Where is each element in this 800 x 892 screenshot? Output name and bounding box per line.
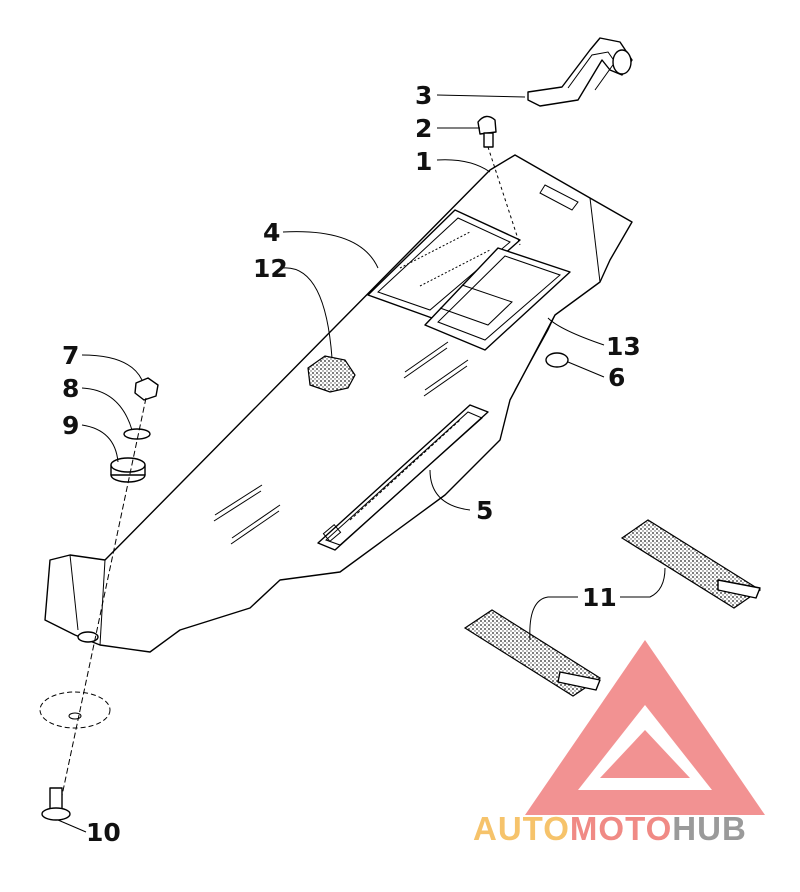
watermark-text: AUTOMOTOHUB <box>473 810 747 847</box>
watermark-auto: AUTO <box>473 810 570 847</box>
callout-9: 9 <box>62 411 79 440</box>
callout-13: 13 <box>606 332 641 361</box>
fastener-axis <box>59 397 147 806</box>
watermark-logo <box>525 640 765 815</box>
callout-labels: 1 2 3 4 5 6 7 8 9 10 11 12 13 <box>62 81 641 847</box>
ghost-washer-hole <box>68 712 82 720</box>
callout-10: 10 <box>86 818 121 847</box>
callout-2: 2 <box>415 114 432 143</box>
skid-plate <box>44 154 633 653</box>
wear-strip-lower <box>463 609 602 697</box>
callout-8: 8 <box>62 374 79 403</box>
push-rivet <box>477 115 521 246</box>
bolt <box>41 787 71 821</box>
callout-7: 7 <box>62 341 79 370</box>
wear-strip-upper <box>620 519 762 609</box>
ghost-washer <box>39 691 111 729</box>
callout-11: 11 <box>582 583 617 612</box>
grommet <box>545 352 569 368</box>
watermark-triangle-core <box>600 730 690 778</box>
callout-4: 4 <box>263 218 280 247</box>
callout-1: 1 <box>415 147 432 176</box>
leader-lines <box>57 94 666 833</box>
nut <box>134 377 159 401</box>
spacer <box>110 457 146 483</box>
callout-3: 3 <box>415 81 432 110</box>
grip-pad <box>307 355 356 393</box>
callout-12: 12 <box>253 254 288 283</box>
watermark-moto: MOTO <box>570 810 672 847</box>
washer <box>123 428 151 440</box>
tow-handle <box>527 37 633 107</box>
callout-6: 6 <box>608 363 625 392</box>
watermark-hub: HUB <box>672 810 747 847</box>
callout-5: 5 <box>476 496 493 525</box>
